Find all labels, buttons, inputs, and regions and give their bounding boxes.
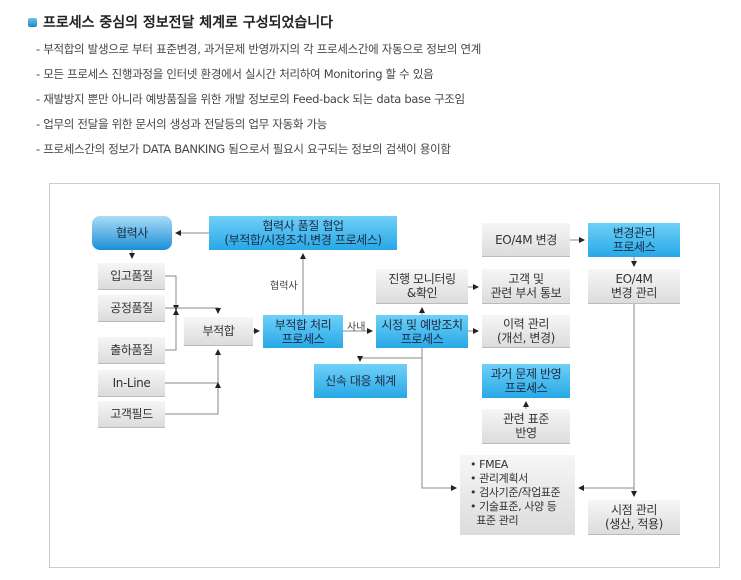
- list-item: 표준 관리: [470, 514, 519, 527]
- notify-box: 고객 및 관련 부서 통보: [482, 269, 570, 304]
- list-item: • 관리계획서: [470, 472, 528, 485]
- bullet-icon: [28, 17, 37, 27]
- list-item: • FMEA: [470, 458, 508, 471]
- title-text: 프로세스 중심의 정보전달 체계로 구성되었습니다: [43, 15, 333, 31]
- timing-box: 시점 관리 (생산, 적용): [588, 500, 680, 535]
- list-item: • 검사기준/작업표준: [470, 486, 561, 499]
- process-quality-box: 공정품질: [98, 295, 165, 322]
- desc-line: - 업무의 전달을 위한 문서의 생성과 전달등의 업무 자동화 가능: [36, 117, 328, 131]
- desc-line: - 모든 프로세스 진행과정을 인터넷 환경에서 실시간 처리하여 Monito…: [36, 67, 434, 81]
- past-issue-process-box: 과거 문제 반영 프로세스: [482, 364, 570, 398]
- eo-manage-box: EO/4M 변경 관리: [588, 269, 680, 304]
- section-title: 프로세스 중심의 정보전달 체계로 구성되었습니다: [28, 12, 333, 32]
- change-process-box: 변경관리 프로세스: [588, 223, 680, 257]
- internal-label: 사내: [347, 322, 366, 333]
- customer-field-box: 고객필드: [98, 401, 165, 428]
- inline-box: In-Line: [98, 370, 165, 397]
- partner-box: 협력사: [92, 216, 172, 250]
- nonconformity-process-box: 부적합 처리 프로세스: [263, 315, 343, 348]
- partner-collab-box: 협력사 품질 협업 (부적합/시정조치,변경 프로세스): [209, 216, 397, 250]
- corrective-action-box: 시정 및 예방조치 프로세스: [376, 315, 468, 348]
- history-box: 이력 관리 (개선, 변경): [482, 315, 570, 348]
- incoming-quality-box: 입고품질: [98, 263, 165, 290]
- desc-line: - 부적합의 발생으로 부터 표준변경, 과거문제 반영까지의 각 프로세스간에…: [36, 42, 482, 56]
- desc-line: - 프로세스간의 정보가 DATA BANKING 됨으로서 필요시 요구되는 …: [36, 142, 451, 156]
- rapid-response-box: 신속 대응 체계: [314, 364, 407, 398]
- partner-label: 협력사: [270, 281, 298, 292]
- eo-change-box: EO/4M 변경: [482, 223, 570, 257]
- nonconformity-box: 부적합: [184, 317, 253, 346]
- diagram-frame: [49, 183, 720, 568]
- monitoring-box: 진행 모니터링 &확인: [376, 269, 468, 304]
- desc-line: - 재발방지 뿐만 아니라 예방품질을 위한 개발 정보로의 Feed-back…: [36, 92, 465, 106]
- standard-list-box: • FMEA • 관리계획서 • 검사기준/작업표준 • 기술표준, 사양 등 …: [460, 455, 575, 535]
- standard-reflect-box: 관련 표준 반영: [482, 409, 570, 444]
- shipping-quality-box: 출하품질: [98, 337, 165, 364]
- list-item: • 기술표준, 사양 등: [470, 500, 557, 513]
